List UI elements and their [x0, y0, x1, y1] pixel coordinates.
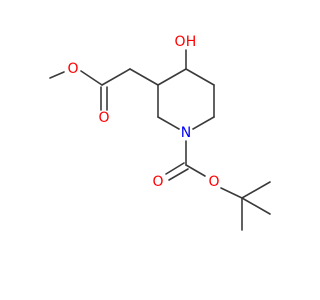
molecule-structure: O H O O N O O: [49, 34, 271, 231]
hydroxyl-oxygen-label: O: [174, 34, 185, 50]
bond-c4-c5: [185, 68, 215, 86]
carbamate-ether-oxygen-label: O: [208, 174, 219, 190]
bond-methyl-ester-o: [49, 71, 65, 79]
bond-carbamate-double-a: [165, 162, 185, 175]
carbamate-carbonyl-oxygen-label: O: [152, 174, 163, 190]
ring-nitrogen-label: N: [181, 125, 191, 141]
bond-tbu-methyl-right: [241, 181, 271, 199]
bond-c6-n: [192, 116, 215, 130]
bond-tbu-methyl-lower-right: [241, 197, 271, 215]
bond-c3-c4: [157, 68, 187, 86]
bond-ether-o-tbu-c: [220, 187, 243, 199]
bond-n-c2: [157, 116, 180, 130]
bond-carbamate-c-ether-o: [185, 164, 206, 177]
ester-ether-oxygen-label: O: [67, 61, 78, 77]
bonds: [49, 49, 271, 231]
bond-ester-o-carbonyl-c: [80, 70, 103, 86]
bond-carbonyl-c-ch2: [101, 68, 131, 86]
ester-carbonyl-oxygen-label: O: [98, 110, 109, 126]
bond-ch2-c3: [129, 68, 159, 86]
bond-carbamate-double-b: [168, 168, 189, 181]
atom-labels: O H O O N O O: [67, 34, 219, 190]
hydroxyl-hydrogen-label: H: [186, 34, 197, 50]
